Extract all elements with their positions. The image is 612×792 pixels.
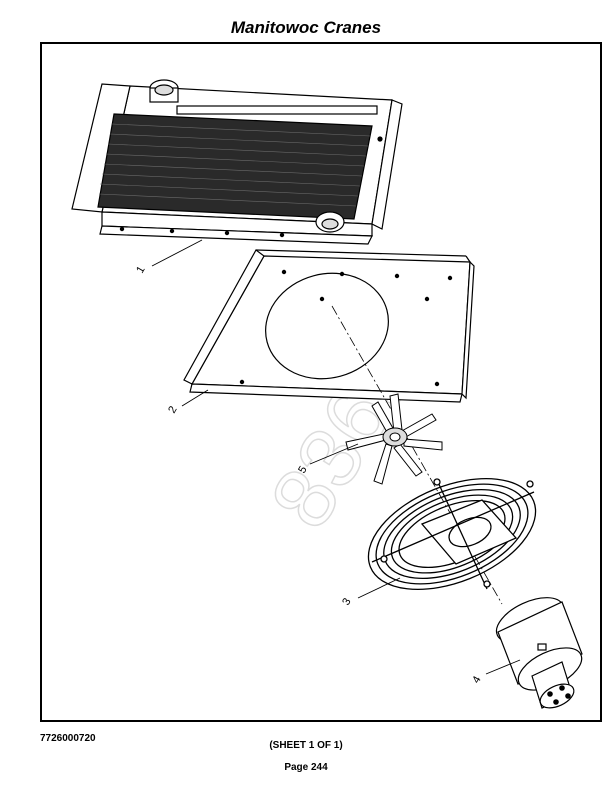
callout-5: 5 [296,464,309,475]
fan-blade-part [345,393,443,485]
center-line [331,305,503,605]
page-number: Page 244 [284,762,328,773]
callout-1: 1 [134,264,147,275]
document-number: 7726000720 [40,733,96,744]
callout-4: 4 [470,674,483,685]
callout-3: 3 [340,596,353,607]
leader-lines [151,239,521,675]
sheet-label: (SHEET 1 OF 1) [269,740,343,751]
exploded-view-drawing: 83699 [71,79,583,709]
radiator-core-part [71,79,403,245]
callout-2: 2 [166,404,179,415]
page-title: Manitowoc Cranes [230,18,382,37]
fan-guard-part [367,477,537,591]
fan-shroud-part [183,249,475,403]
drawing-frame: 83699 [40,42,602,722]
hydraulic-motor-part [495,597,583,709]
